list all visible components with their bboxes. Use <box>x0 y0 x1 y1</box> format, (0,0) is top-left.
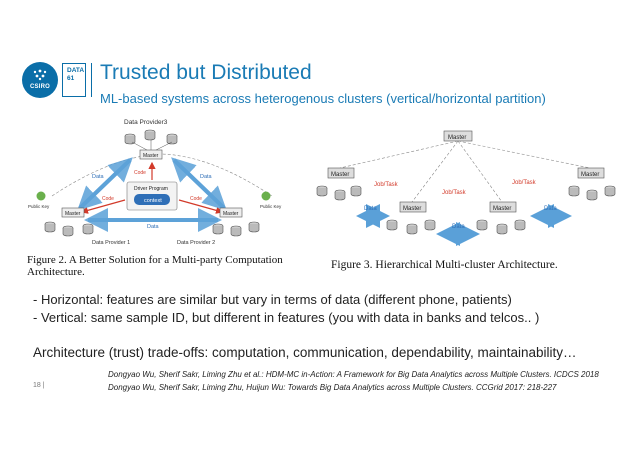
page-number: 18 | <box>33 382 45 389</box>
fig3-data-label-right: Data <box>544 206 557 212</box>
fig2-label-data-provider2: Data Provider 2 <box>177 240 215 246</box>
fig3-master-3 <box>489 201 517 213</box>
fig3-data-label-left: Data <box>364 206 377 212</box>
fig2-data-label-bottom: Data <box>147 224 160 230</box>
fig2-context <box>134 194 170 205</box>
fig2-public-key-left-icon <box>36 191 46 201</box>
fig2-context-label: context <box>144 198 162 204</box>
architecture-tradeoffs: Architecture (trust) trade-offs: computa… <box>33 345 577 360</box>
fig3-master-2-label: Master <box>403 206 421 212</box>
fig2-data-label-left: Data <box>92 174 105 180</box>
fig3-job-task-left: Job/Task <box>374 182 399 188</box>
reference-1: Dongyao Wu, Sherif Sakr, Liming Zhu et a… <box>108 370 599 379</box>
fig3-job-task-right: Job/Task <box>512 180 537 186</box>
fig3-master-3-label: Master <box>493 206 511 212</box>
fig2-label-data-provider1: Data Provider 1 <box>92 240 130 246</box>
fig2-public-key-right-label: Public Key <box>260 204 282 209</box>
fig3-data-label-center: Data <box>452 224 465 230</box>
fig3-master-4 <box>577 167 605 179</box>
csiro-logo: CSIRO <box>22 62 58 98</box>
data61-logo-line1: DATA <box>67 67 85 74</box>
fig3-master-1 <box>327 167 355 179</box>
fig2-master-left <box>61 207 85 218</box>
csiro-dots-icon <box>33 69 47 81</box>
fig2-master-top-label: Master <box>143 153 159 159</box>
reference-2: Dongyao Wu, Sherif Sakr, Liming Zhu, Hui… <box>108 383 557 392</box>
fig2-master-right <box>219 207 243 218</box>
csiro-logo-text: CSIRO <box>29 84 50 90</box>
figure-2-caption: Figure 2. A Better Solution for a Multi-… <box>27 254 283 278</box>
fig3-job-task-center: Job/Task <box>442 190 467 196</box>
fig3-master-2 <box>399 201 427 213</box>
data61-logo: DATA 61 <box>62 63 86 97</box>
figure-3-hierarchical-diagram: Master Job/Task Job/Task Job/Task Master… <box>316 130 616 246</box>
figure-2-multiparty-diagram: Data Provider3 Master Driver Program con… <box>28 119 282 246</box>
fig2-code-label-left: Code <box>102 196 114 202</box>
fig2-public-key-left-label: Public Key <box>28 204 50 209</box>
fig2-public-key-right-icon <box>261 191 271 201</box>
fig3-master-4-label: Master <box>581 172 599 178</box>
fig2-data-label-right: Data <box>200 174 213 180</box>
fig2-code-label-right: Code <box>190 196 202 202</box>
fig2-master-left-label: Master <box>65 211 81 217</box>
bullet-horizontal: - Horizontal: features are similar but v… <box>33 292 512 307</box>
slide-subtitle: ML-based systems across heterogenous clu… <box>100 91 546 106</box>
fig2-label-data-provider3: Data Provider3 <box>124 119 168 126</box>
slide-title: Trusted but Distributed <box>100 61 312 84</box>
fig3-master-1-label: Master <box>331 172 349 178</box>
bullet-vertical: - Vertical: same sample ID, but differen… <box>33 310 540 325</box>
data61-logo-line2: 61 <box>67 75 75 82</box>
fig2-driver-program-label: Driver Program <box>134 186 168 192</box>
fig2-code-label-top: Code <box>134 170 146 176</box>
figure-3-caption: Figure 3. Hierarchical Multi-cluster Arc… <box>331 259 558 271</box>
fig2-master-right-label: Master <box>223 211 239 217</box>
title-divider <box>91 63 92 97</box>
fig3-master-top-label: Master <box>448 135 466 141</box>
